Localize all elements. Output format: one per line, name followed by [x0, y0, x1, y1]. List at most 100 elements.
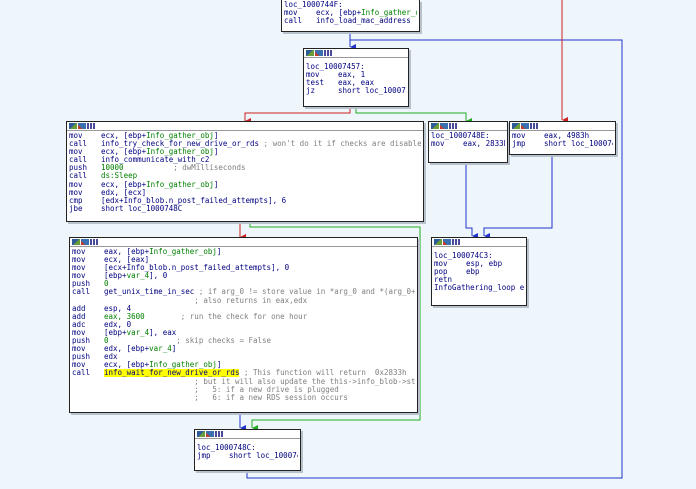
- comment: ; run the check for one hour: [180, 312, 308, 321]
- listing-icon: [530, 123, 538, 129]
- operand: 0: [104, 337, 177, 346]
- operand: ]: [213, 148, 219, 157]
- edge-7457-false: [244, 106, 351, 124]
- function-name[interactable]: info_load_mac_address: [316, 17, 411, 26]
- instruction-line: mov[ebp+var_4], 0: [72, 272, 415, 280]
- operand: Info_gather_obj: [146, 132, 214, 140]
- mnemonic: test: [306, 79, 325, 88]
- mnemonic: adc: [72, 320, 86, 329]
- operand: edx, [ebp+: [104, 345, 150, 354]
- operand: var_4: [149, 345, 172, 354]
- graph-icon: [69, 123, 77, 129]
- code-label: loc_1000748C:: [197, 444, 256, 452]
- mnemonic: jmp: [197, 452, 211, 461]
- operand: Info_gather_obj: [149, 248, 217, 256]
- function-name[interactable]: get_unix_time_in_sec: [104, 288, 195, 297]
- mnemonic: call: [69, 172, 88, 181]
- instruction-line: ; 5: if a new drive is plugged: [72, 386, 415, 394]
- mnemonic: push: [72, 337, 91, 346]
- chart-icon: [443, 239, 451, 245]
- instruction-line: push 0 ; skip checks = False: [72, 337, 415, 345]
- operand: esp, 4: [104, 304, 132, 313]
- operand: eax, eax: [338, 79, 375, 88]
- chart-icon: [440, 123, 448, 129]
- graph-icon: [434, 239, 442, 245]
- mnemonic: call: [72, 369, 91, 378]
- operand: ]: [213, 180, 219, 189]
- graph-icon: [512, 123, 520, 129]
- operand: [ebp+: [104, 272, 127, 281]
- code-label: loc_1000748E:: [431, 132, 490, 140]
- operand: short loc_100074C3: [544, 140, 613, 149]
- operand: ecx, [ebp+: [104, 361, 150, 370]
- comment: ; dwMilliseconds: [173, 164, 246, 173]
- mnemonic: retn: [434, 276, 453, 285]
- operand: Info_gather_obj: [146, 180, 214, 189]
- mnemonic: push: [72, 353, 91, 362]
- comment: ; also returns in eax,edx: [104, 296, 308, 305]
- mnemonic: mov: [284, 9, 298, 18]
- operand: edx: [104, 353, 118, 362]
- comment: ; skip checks = False: [176, 337, 272, 346]
- mnemonic: mov: [72, 248, 86, 256]
- operand: eax, 4983h: [544, 132, 590, 140]
- operand: eax, 1: [338, 71, 366, 80]
- operand: ecx, [ebp+: [101, 132, 147, 140]
- comment: ; if arg_0 != store value in *arg_0 and …: [194, 288, 415, 297]
- operand: [edx+Info_blob.n_post_failed_attempts], …: [101, 196, 287, 205]
- mnemonic: mov: [72, 361, 86, 370]
- mnemonic: mov: [72, 264, 86, 273]
- operand: ], eax: [149, 328, 177, 337]
- operand: edx, [ecx]: [101, 188, 147, 197]
- function-name[interactable]: info_try_check_for_new_drive_or_rds: [101, 140, 260, 149]
- listing-icon: [449, 123, 457, 129]
- block-header-icons: [70, 238, 417, 247]
- mnemonic: call: [284, 17, 303, 26]
- operand: ecx, [eax]: [104, 256, 150, 265]
- instruction-line: call info_load_mac_address: [284, 17, 417, 25]
- operand: [ecx+Info_blob.n_post_failed_attempts], …: [104, 264, 290, 273]
- code-label: loc_10007457:: [306, 63, 365, 71]
- chart-icon: [315, 50, 323, 56]
- edge-4983-to-74c3: [483, 153, 553, 239]
- mnemonic: add: [72, 312, 86, 321]
- operand: Info_gather_obj: [146, 148, 214, 157]
- mnemonic: jz: [306, 87, 316, 96]
- code-label: loc_1000744F:: [284, 1, 343, 9]
- block-header-icons: [432, 238, 526, 247]
- function-name[interactable]: info_communicate_with_c2: [101, 156, 210, 165]
- operand: ]: [216, 248, 222, 256]
- operand: var_4: [126, 272, 150, 281]
- function-name[interactable]: info_wait_for_new_drive_or_rds: [104, 369, 240, 378]
- operand: ]: [213, 132, 219, 140]
- operand: edx, 0: [104, 320, 132, 329]
- mnemonic: call: [69, 140, 88, 149]
- operand: var_4: [126, 328, 150, 337]
